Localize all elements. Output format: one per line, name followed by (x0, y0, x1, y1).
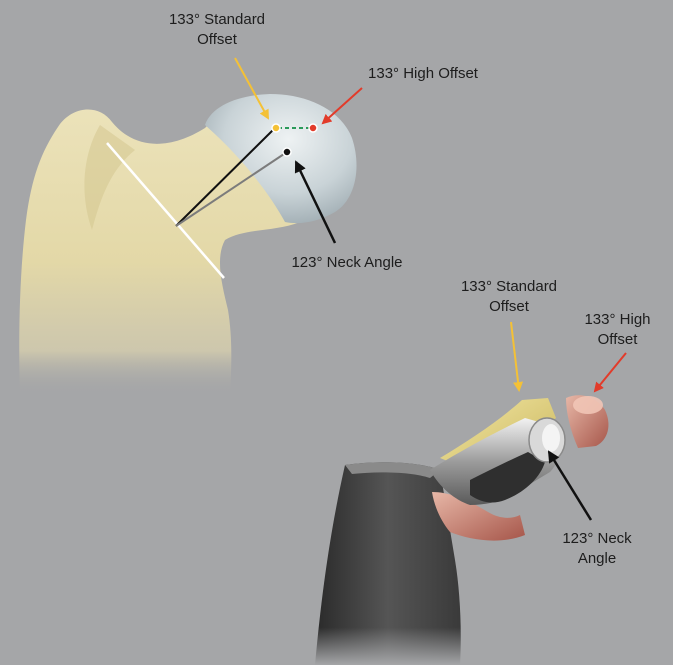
implant-neck-angle-label: 123° Neck Angle (547, 529, 647, 569)
femur (19, 94, 356, 395)
femur-high-offset-label: 133° High Offset (343, 64, 503, 84)
implant-neck-angle-arrow (549, 452, 591, 520)
implant-standard-offset-label: 133° Standard Offset (454, 277, 564, 317)
standard-offset-dot (272, 124, 280, 132)
implant-standard-offset-arrow (511, 322, 519, 390)
implant-high-offset-label: 133° High Offset (570, 310, 665, 350)
femur-standard-offset-label: 133° Standard Offset (162, 10, 272, 50)
implant-standard-offset-line1: 133° Standard (454, 277, 564, 297)
femur-standard-offset-line2: Offset (162, 30, 272, 50)
implant-neck-angle-line1: 123° Neck (547, 529, 647, 549)
implant-neck-angle-line2: Angle (547, 549, 647, 569)
neck-angle-dot (283, 148, 291, 156)
femur-standard-offset-line1: 133° Standard (162, 10, 272, 30)
high-offset-dot (309, 124, 317, 132)
femur-neck-angle-label: 123° Neck Angle (272, 253, 422, 273)
implant-standard-offset-line2: Offset (454, 297, 564, 317)
implant-high-offset-line2: Offset (570, 330, 665, 350)
high-offset-arrow (323, 88, 362, 123)
implant-high-offset-line1: 133° High (570, 310, 665, 330)
implant-high-offset-arrow (595, 353, 626, 391)
